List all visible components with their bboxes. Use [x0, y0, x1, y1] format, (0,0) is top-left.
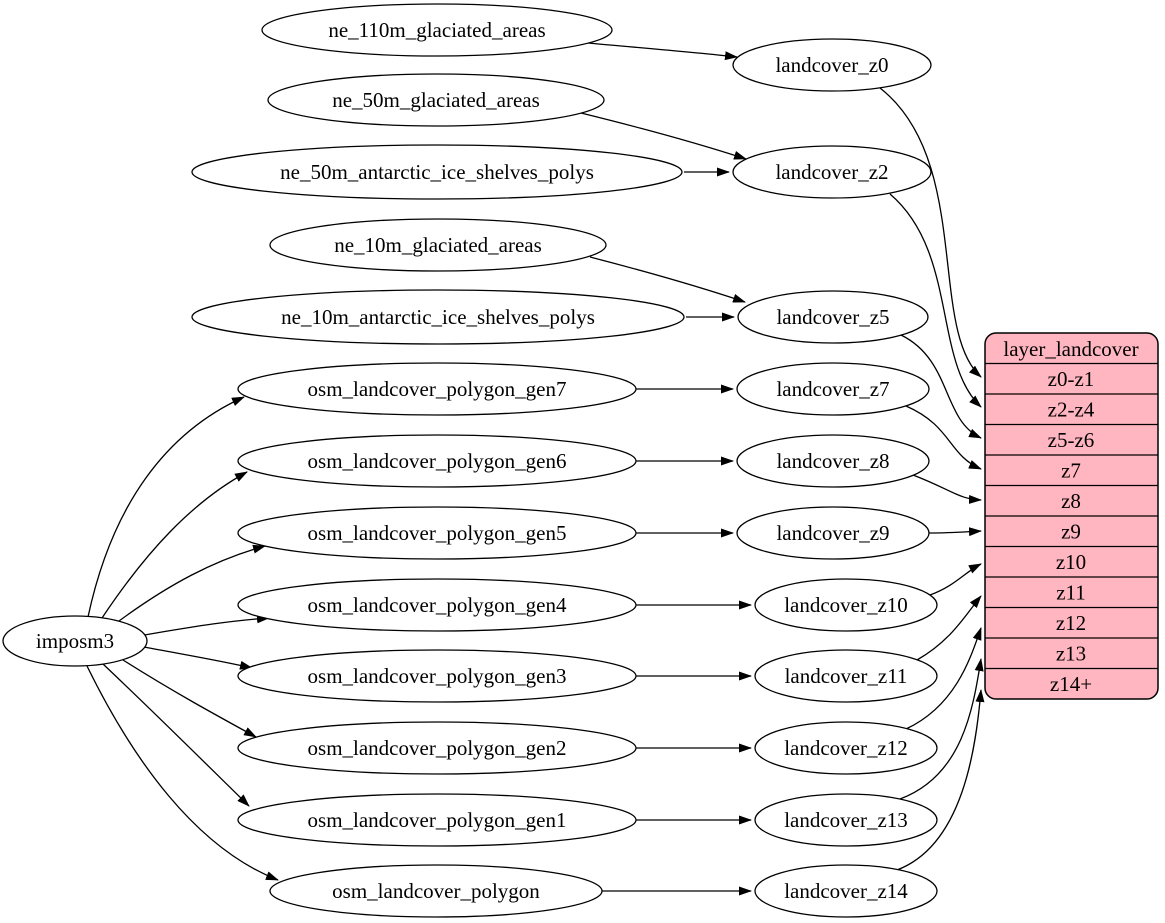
- node-ne-50m-antarctic-ice-shelves-polys: ne_50m_antarctic_ice_shelves_polys: [191, 144, 683, 200]
- node-ne-10m-glaciated-areas: ne_10m_glaciated_areas: [269, 218, 607, 272]
- table-row-z0-z1: z0-z1: [1048, 367, 1095, 391]
- node-landcover-z12-label: landcover_z12: [784, 736, 908, 760]
- node-osm-landcover-polygon-gen5-label: osm_landcover_polygon_gen5: [308, 521, 567, 545]
- node-imposm3-label: imposm3: [36, 629, 114, 653]
- node-landcover-z14-label: landcover_z14: [784, 879, 908, 903]
- edge-z9-to-row-z9: [928, 527, 982, 537]
- edge-imposm3-to-gen3: [143, 646, 253, 670]
- node-ne-50m-glaciated-areas-label: ne_50m_glaciated_areas: [332, 88, 540, 112]
- table-row-z9: z9: [1061, 520, 1081, 544]
- node-osm-landcover-polygon-gen1: osm_landcover_polygon_gen1: [237, 793, 637, 847]
- edge-imposm3-to-gen7: [87, 396, 245, 618]
- node-landcover-z9: landcover_z9: [736, 506, 930, 560]
- node-osm-landcover-polygon-gen6-label: osm_landcover_polygon_gen6: [308, 449, 567, 473]
- node-osm-landcover-polygon-gen4: osm_landcover_polygon_gen4: [237, 578, 637, 632]
- edge-z11-to-row-z11: [916, 595, 982, 661]
- node-landcover-z10-label: landcover_z10: [784, 593, 908, 617]
- node-ne-10m-antarctic-ice-shelves-polys-label: ne_10m_antarctic_ice_shelves_polys: [281, 305, 595, 329]
- node-ne-50m-antarctic-ice-shelves-polys-label: ne_50m_antarctic_ice_shelves_polys: [280, 160, 594, 184]
- node-osm-landcover-polygon-gen3: osm_landcover_polygon_gen3: [237, 649, 637, 703]
- edge-z5-to-row-z5-z6: [900, 334, 982, 439]
- node-landcover-z13: landcover_z13: [754, 793, 938, 847]
- edge-imposm3-to-gen4: [143, 614, 270, 636]
- table-row-z13: z13: [1056, 642, 1086, 666]
- edge-imposm3-to-gen2: [122, 659, 257, 738]
- node-ne-50m-glaciated-areas: ne_50m_glaciated_areas: [267, 73, 605, 127]
- node-landcover-z13-label: landcover_z13: [784, 808, 908, 832]
- node-landcover-z8: landcover_z8: [736, 434, 930, 488]
- node-landcover-z2-label: landcover_z2: [775, 160, 888, 184]
- node-landcover-z11: landcover_z11: [754, 649, 938, 703]
- node-ne-110m-glaciated-areas-label: ne_110m_glaciated_areas: [328, 18, 545, 42]
- edge-imposm3-to-gen1: [102, 663, 250, 807]
- node-ne-10m-antarctic-ice-shelves-polys: ne_10m_antarctic_ice_shelves_polys: [191, 289, 685, 345]
- node-landcover-z7: landcover_z7: [736, 362, 930, 416]
- table-row-z12: z12: [1056, 611, 1086, 635]
- node-landcover-z8-label: landcover_z8: [776, 449, 889, 473]
- edge-z0-to-row-z0-z1: [879, 87, 982, 378]
- edge-z14-to-row-z14plus: [896, 689, 985, 871]
- edge-z10-to-row-z10: [929, 563, 982, 596]
- table-row-z10: z10: [1056, 550, 1086, 574]
- table-row-z8: z8: [1061, 489, 1081, 513]
- node-imposm3: imposm3: [2, 615, 148, 667]
- node-landcover-z12: landcover_z12: [754, 721, 938, 775]
- node-landcover-z0: landcover_z0: [732, 38, 932, 92]
- node-landcover-z10: landcover_z10: [754, 578, 938, 632]
- table-row-z11: z11: [1056, 581, 1086, 605]
- table-layer-landcover: layer_landcover z0-z1 z2-z4 z5-z6 z7 z8 …: [984, 332, 1159, 700]
- node-osm-landcover-polygon-gen4-label: osm_landcover_polygon_gen4: [308, 593, 567, 617]
- node-landcover-z7-label: landcover_z7: [776, 377, 889, 401]
- edge-imposm3-to-gen5: [118, 544, 266, 622]
- node-osm-landcover-polygon-gen7-label: osm_landcover_polygon_gen7: [308, 377, 567, 401]
- edge-z8-to-row-z8: [912, 474, 982, 504]
- node-ne-110m-glaciated-areas: ne_110m_glaciated_areas: [261, 3, 613, 57]
- table-row-z5-z6: z5-z6: [1048, 428, 1095, 452]
- node-landcover-z2: landcover_z2: [732, 145, 932, 199]
- edge-z7-to-row-z7: [905, 405, 982, 470]
- node-osm-landcover-polygon-gen2: osm_landcover_polygon_gen2: [237, 721, 637, 775]
- node-landcover-z5: landcover_z5: [737, 290, 929, 344]
- edge-z2-to-row-z2-z4: [889, 193, 982, 408]
- edge-imposm3-to-gen6: [101, 471, 248, 619]
- table-row-z2-z4: z2-z4: [1048, 398, 1095, 422]
- table-title: layer_landcover: [1003, 337, 1138, 361]
- node-osm-landcover-polygon-gen1-label: osm_landcover_polygon_gen1: [308, 808, 567, 832]
- node-osm-landcover-polygon-gen3-label: osm_landcover_polygon_gen3: [308, 664, 567, 688]
- edge-z12-to-row-z12: [905, 627, 982, 730]
- edge-ne50m-glaciated-to-z2: [580, 112, 747, 160]
- node-ne-10m-glaciated-areas-label: ne_10m_glaciated_areas: [334, 233, 542, 257]
- node-osm-landcover-polygon-gen6: osm_landcover_polygon_gen6: [237, 434, 637, 488]
- table-row-z7: z7: [1061, 459, 1081, 483]
- edge-ne10m-glaciated-to-z5: [589, 256, 746, 303]
- edge-ne110m-to-z0: [587, 42, 738, 61]
- edge-imposm3-to-polygon: [86, 665, 279, 881]
- node-osm-landcover-polygon-gen2-label: osm_landcover_polygon_gen2: [308, 736, 567, 760]
- edge-z13-to-row-z13: [899, 658, 984, 800]
- node-landcover-z11-label: landcover_z11: [785, 664, 908, 688]
- node-landcover-z0-label: landcover_z0: [775, 53, 888, 77]
- node-osm-landcover-polygon: osm_landcover_polygon: [269, 864, 603, 918]
- node-osm-landcover-polygon-gen7: osm_landcover_polygon_gen7: [237, 362, 637, 416]
- node-landcover-z14: landcover_z14: [754, 864, 938, 918]
- table-row-z14plus: z14+: [1050, 672, 1092, 696]
- node-landcover-z9-label: landcover_z9: [776, 521, 889, 545]
- node-osm-landcover-polygon-gen5: osm_landcover_polygon_gen5: [237, 506, 637, 560]
- node-landcover-z5-label: landcover_z5: [776, 305, 889, 329]
- node-osm-landcover-polygon-label: osm_landcover_polygon: [332, 879, 540, 903]
